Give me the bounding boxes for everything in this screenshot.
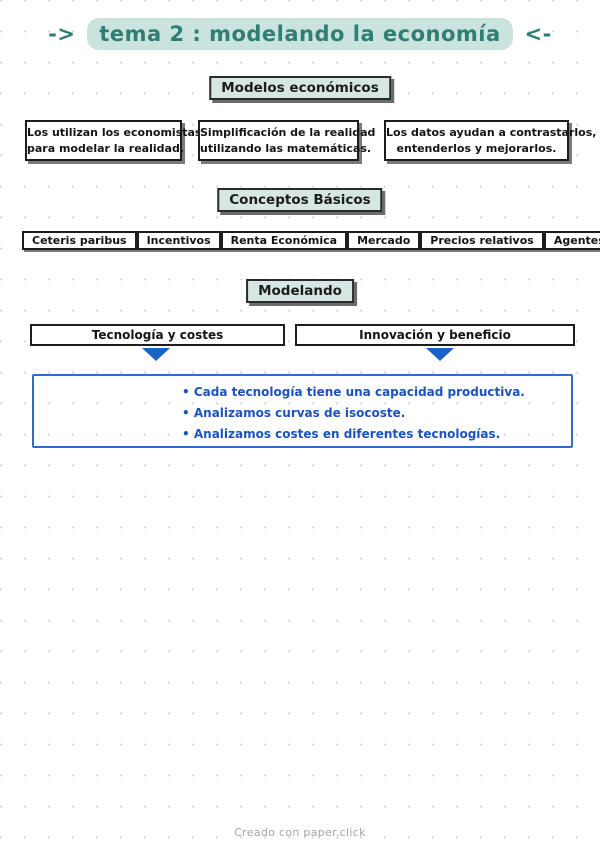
column-header-tecnologia-costes: Tecnología y costes — [30, 324, 285, 346]
concept-chip-mercado: Mercado — [347, 231, 421, 250]
section-label-modelando: Modelando — [246, 279, 354, 303]
model-card-line: Simplificación de la realidad — [200, 125, 376, 139]
section-label-conceptos-basicos: Conceptos Básicos — [217, 188, 383, 212]
title-left-arrow-decoration: -> — [48, 22, 76, 46]
watermark-text: Creado con paper.click — [234, 826, 366, 839]
title-highlighted-text: tema 2 : modelando la economía — [87, 18, 513, 50]
model-card-line: para modelar la realidad. — [27, 141, 184, 155]
model-card-line: Los utilizan los economistas — [27, 125, 202, 139]
bullet-list: Cada tecnología tiene una capacidad prod… — [182, 382, 561, 445]
model-card-datos: Los datos ayudan a contrastarlos, entend… — [384, 120, 597, 161]
concept-chip-renta-economica: Renta Económica — [220, 231, 348, 250]
page-title: -> tema 2 : modelando la economía <- — [0, 18, 600, 50]
arrow-down-icon — [142, 348, 170, 361]
title-right-arrow-decoration: <- — [524, 22, 552, 46]
detail-panel-tecnologia: Cada tecnología tiene una capacidad prod… — [32, 374, 573, 448]
model-card-line: Los datos ayudan a contrastarlos, — [386, 125, 597, 139]
bullet-item: Analizamos costes en diferentes tecnolog… — [182, 424, 561, 445]
arrow-down-icon — [426, 348, 454, 361]
bullet-item: Analizamos curvas de isocoste. — [182, 403, 561, 424]
model-card-simplificacion: Simplificación de la realidad utilizando… — [198, 120, 376, 161]
concept-chip-incentivos: Incentivos — [136, 231, 221, 250]
concept-chip-agentes-economicos: Agentes económicos — [543, 231, 600, 250]
model-card-line: entenderlos y mejorarlos. — [396, 141, 557, 155]
concept-chip-row: Ceteris paribus Incentivos Renta Económi… — [22, 231, 600, 250]
model-card-line: utilizando las matemáticas. — [200, 141, 372, 155]
bullet-item: Cada tecnología tiene una capacidad prod… — [182, 382, 561, 403]
concept-chip-precios-relativos: Precios relativos — [420, 231, 544, 250]
model-card-economistas: Los utilizan los economistas para modela… — [25, 120, 202, 161]
concept-chip-ceteris-paribus: Ceteris paribus — [22, 231, 137, 250]
column-header-innovacion-beneficio: Innovación y beneficio — [295, 324, 575, 346]
section-label-modelos-economicos: Modelos económicos — [209, 76, 391, 100]
